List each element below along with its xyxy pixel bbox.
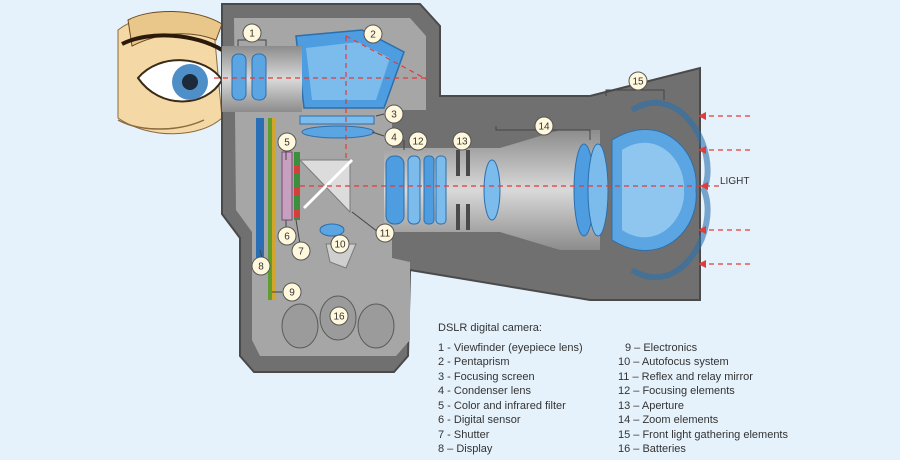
svg-text:4: 4 bbox=[391, 133, 397, 144]
callout-6: 6 bbox=[277, 226, 297, 246]
svg-text:9: 9 bbox=[289, 288, 295, 299]
legend-item: 15 – Front light gathering elements bbox=[618, 429, 788, 441]
svg-text:1: 1 bbox=[249, 29, 255, 40]
callout-13: 13 bbox=[452, 131, 472, 151]
svg-text:15: 15 bbox=[632, 77, 644, 88]
svg-text:14: 14 bbox=[538, 122, 550, 133]
legend-item: 13 – Aperture bbox=[618, 400, 685, 412]
legend-item: 10 – Autofocus system bbox=[618, 356, 729, 368]
svg-text:6: 6 bbox=[284, 232, 290, 243]
svg-text:11: 11 bbox=[380, 229, 391, 240]
svg-text:10: 10 bbox=[334, 240, 346, 251]
light-arrow-heads bbox=[698, 112, 708, 268]
legend-item: 2 - Pentaprism bbox=[438, 356, 510, 368]
callout-14: 14 bbox=[534, 116, 554, 136]
legend-item: 4 - Condenser lens bbox=[438, 385, 531, 397]
callout-markers: 1 2 3 4 5 6 7 8 9 10 11 12 13 14 15 16 bbox=[242, 23, 648, 326]
callout-12: 12 bbox=[408, 131, 428, 151]
svg-text:8: 8 bbox=[258, 262, 264, 273]
light-label: LIGHT bbox=[720, 176, 749, 187]
callout-3: 3 bbox=[384, 104, 404, 124]
svg-text:12: 12 bbox=[412, 137, 424, 148]
callout-1: 1 bbox=[242, 23, 262, 43]
callout-9: 9 bbox=[282, 282, 302, 302]
camera-body bbox=[221, 3, 711, 373]
legend-item: 1 - Viewfinder (eyepiece lens) bbox=[438, 342, 583, 354]
legend-item: 7 - Shutter bbox=[438, 429, 490, 441]
callout-15: 15 bbox=[628, 71, 648, 91]
legend-item: 3 - Focusing screen bbox=[438, 371, 535, 383]
light-paths bbox=[214, 35, 752, 265]
callout-2: 2 bbox=[363, 24, 383, 44]
legend-item: 5 - Color and infrared filter bbox=[438, 400, 566, 412]
callout-5: 5 bbox=[277, 132, 297, 152]
svg-text:7: 7 bbox=[298, 247, 304, 258]
legend-title: DSLR digital camera: bbox=[438, 322, 542, 334]
legend-item: 6 - Digital sensor bbox=[438, 414, 521, 426]
svg-text:5: 5 bbox=[284, 138, 290, 149]
svg-text:3: 3 bbox=[391, 110, 397, 121]
callout-4: 4 bbox=[384, 127, 404, 147]
legend-item: 14 – Zoom elements bbox=[618, 414, 719, 426]
callout-8: 8 bbox=[251, 256, 271, 276]
legend-item: 16 – Batteries bbox=[618, 443, 686, 455]
svg-text:13: 13 bbox=[456, 137, 468, 148]
legend-item: 9 – Electronics bbox=[625, 342, 698, 354]
callout-16: 16 bbox=[329, 306, 349, 326]
svg-text:16: 16 bbox=[333, 312, 345, 323]
svg-text:2: 2 bbox=[370, 30, 376, 41]
callout-11: 11 bbox=[375, 223, 395, 243]
legend-item: 12 – Focusing elements bbox=[618, 385, 735, 397]
eye-illustration bbox=[117, 10, 224, 135]
legend-item: 11 – Reflex and relay mirror bbox=[618, 371, 753, 383]
callout-10: 10 bbox=[330, 234, 350, 254]
callout-7: 7 bbox=[291, 241, 311, 261]
legend-item: 8 – Display bbox=[438, 443, 493, 455]
